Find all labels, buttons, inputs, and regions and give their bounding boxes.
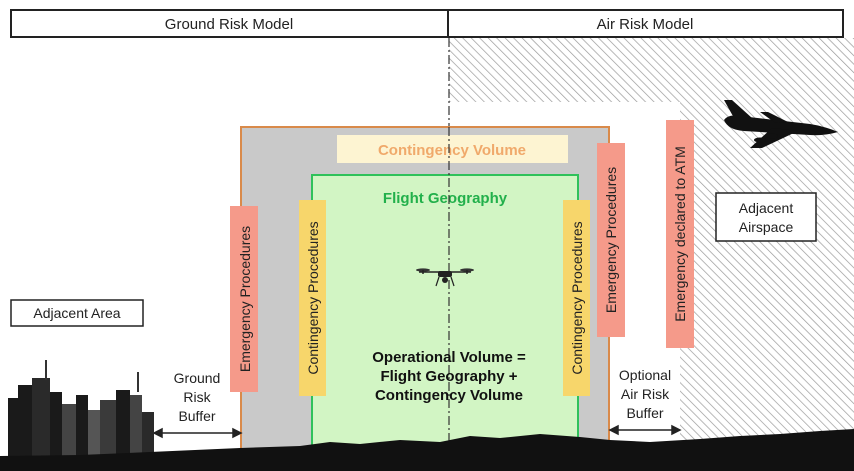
air-risk-buffer-line3: Buffer xyxy=(626,405,663,421)
ground-risk-buffer-arrow xyxy=(152,427,243,439)
contingency-volume-label-box xyxy=(337,135,568,163)
drone-icon xyxy=(416,268,474,287)
ground-risk-buffer-line2: Risk xyxy=(183,389,211,405)
adjacent-area-box xyxy=(10,299,144,327)
flight-geography-area xyxy=(311,174,579,458)
air-risk-buffer-line1: Optional xyxy=(619,367,671,383)
ground-risk-buffer-line1: Ground xyxy=(174,370,221,386)
emergency-procedures-left: Emergency Procedures xyxy=(230,206,258,392)
airplane-icon xyxy=(724,100,838,148)
air-risk-model-box xyxy=(447,9,844,38)
contingency-procedures-right-label: Contingency Procedures xyxy=(569,221,585,374)
contingency-procedures-left: Contingency Procedures xyxy=(299,200,326,396)
ground-terrain xyxy=(0,429,854,471)
air-risk-model-label: Air Risk Model xyxy=(597,16,694,33)
emergency-procedures-left-label: Emergency Procedures xyxy=(237,226,253,372)
operational-volume-line2: Flight Geography + xyxy=(380,368,517,385)
operational-volume-line1: Operational Volume = xyxy=(372,349,526,366)
emergency-procedures-right: Emergency Procedures xyxy=(597,143,625,337)
operational-volume-line3: Contingency Volume xyxy=(375,387,523,404)
adjacent-airspace-line2: Airspace xyxy=(739,219,794,235)
flight-geography-label: Flight Geography xyxy=(383,190,508,207)
adjacent-airspace-line1: Adjacent xyxy=(739,200,794,216)
air-risk-buffer-line2: Air Risk xyxy=(621,386,670,402)
adjacent-airspace-box xyxy=(715,192,817,242)
city-skyline-icon xyxy=(8,360,154,458)
emergency-declared-to-atm-label: Emergency declared to ATM xyxy=(672,146,688,322)
emergency-declared-to-atm: Emergency declared to ATM xyxy=(666,120,694,348)
ground-risk-model-label: Ground Risk Model xyxy=(165,16,293,33)
ground-risk-buffer-line3: Buffer xyxy=(178,408,215,424)
adjacent-area-label: Adjacent Area xyxy=(33,305,120,321)
air-risk-buffer-arrow xyxy=(608,424,682,436)
emergency-procedures-right-label: Emergency Procedures xyxy=(603,167,619,313)
contingency-procedures-right: Contingency Procedures xyxy=(563,200,590,396)
contingency-procedures-left-label: Contingency Procedures xyxy=(305,221,321,374)
contingency-volume-label: Contingency Volume xyxy=(378,142,526,159)
